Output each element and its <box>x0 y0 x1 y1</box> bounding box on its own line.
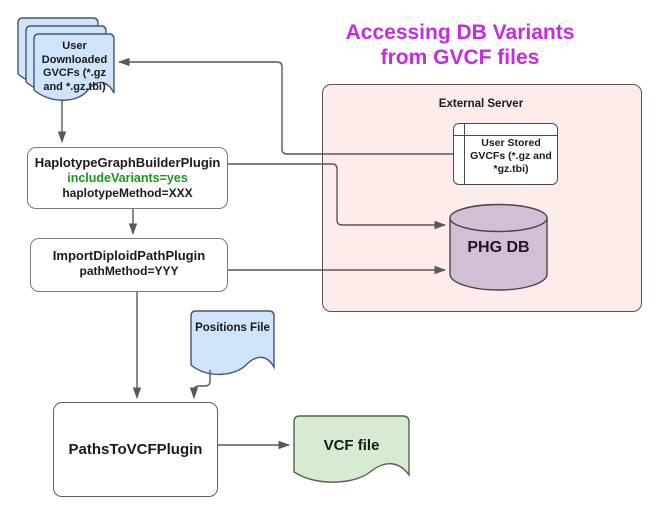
positions-file-label: Positions File <box>195 322 270 334</box>
user-downloaded-gvcfs-shape <box>17 17 115 101</box>
haplotype-plugin-title: HaplotypeGraphBuilderPlugin <box>34 155 221 170</box>
user-downloaded-gvcfs-label: User Downloaded GVCFs (*.gz and *.gz.tbi… <box>41 40 108 93</box>
paths-to-vcf-plugin-node: PathsToVCFPlugin <box>53 402 218 497</box>
haplotype-graph-builder-plugin-node: HaplotypeGraphBuilderPlugin includeVaria… <box>27 147 228 209</box>
external-server-label: External Server <box>438 98 524 110</box>
positions-file-shape <box>190 310 275 376</box>
phg-db-cylinder-shape <box>449 203 548 291</box>
haplotype-plugin-param-includevariants: includeVariants=yes <box>67 171 188 185</box>
user-stored-gvcfs-node: User Stored GVCFs (*.gz and *gz.tbi) <box>453 123 558 185</box>
internal-storage-top-bar <box>454 135 557 136</box>
import-plugin-param-method: pathMethod=YYY <box>79 264 179 278</box>
edge-userstored-to-stack <box>118 57 453 155</box>
vcf-file-label: VCF file <box>323 437 380 454</box>
haplotype-plugin-param-method: haplotypeMethod=XXX <box>62 186 193 200</box>
phg-db-label: PHG DB <box>467 239 530 256</box>
edge-positions-to-paths <box>189 370 211 399</box>
import-plugin-title: ImportDiploidPathPlugin <box>52 248 206 263</box>
user-stored-gvcfs-label: User Stored GVCFs (*.gz and *gz.tbi) <box>470 137 552 175</box>
internal-storage-left-bar <box>464 124 465 184</box>
import-diploid-path-plugin-node: ImportDiploidPathPlugin pathMethod=YYY <box>30 238 228 292</box>
edge-haplotype-to-phgdb <box>228 163 446 230</box>
paths-to-vcf-plugin-title: PathsToVCFPlugin <box>68 441 203 458</box>
connector-arrows <box>57 57 453 450</box>
diagram-title: Accessing DB Variants from GVCF files <box>345 21 575 69</box>
vcf-file-shape <box>293 415 410 483</box>
